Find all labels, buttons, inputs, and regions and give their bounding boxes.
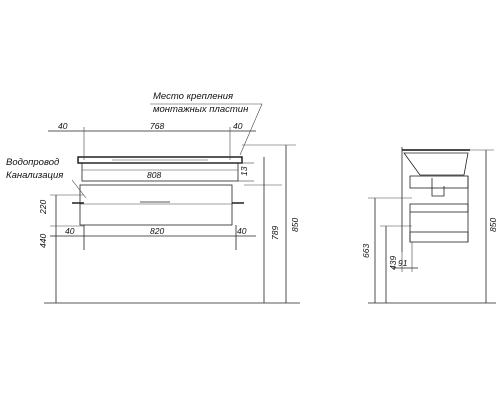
dim-440: 440 [38,234,48,248]
side-siphon [431,178,445,197]
dim-820: 820 [150,226,164,236]
dim-13: 13 [239,166,249,176]
callout-water-supply: Водопровод [6,157,59,168]
dim-789: 789 [270,226,280,240]
dim-bot-right-40: 40 [237,226,247,236]
side-lower-drawer-top [409,203,469,213]
dim-top-right-40: 40 [233,121,243,131]
dim-220: 220 [38,200,48,215]
side-view: 663 439 91 850 [361,147,498,304]
callout-mounting-2: монтажных пластин [153,104,249,115]
dim-top-left-40: 40 [58,121,68,131]
dim-91: 91 [398,258,408,268]
dim-bot-left-40: 40 [65,226,75,236]
callout-sewer: Канализация [6,170,63,181]
dim-439: 439 [388,256,398,270]
dim-663: 663 [361,244,371,258]
side-lower-drawer [409,231,469,243]
side-basin [403,152,469,176]
dim-808: 808 [147,170,161,180]
dim-850-side: 850 [488,218,498,232]
side-upper-drawer [409,175,469,189]
dim-850-front: 850 [290,218,300,232]
cabinet-body [79,184,233,226]
mounting-leader [150,103,263,156]
callout-mounting-1: Место крепления [153,91,233,102]
front-view: 40 768 40 808 13 Место крепления монтажн… [6,91,300,304]
upper-drawer [81,162,239,182]
dim-top-768: 768 [150,121,164,131]
